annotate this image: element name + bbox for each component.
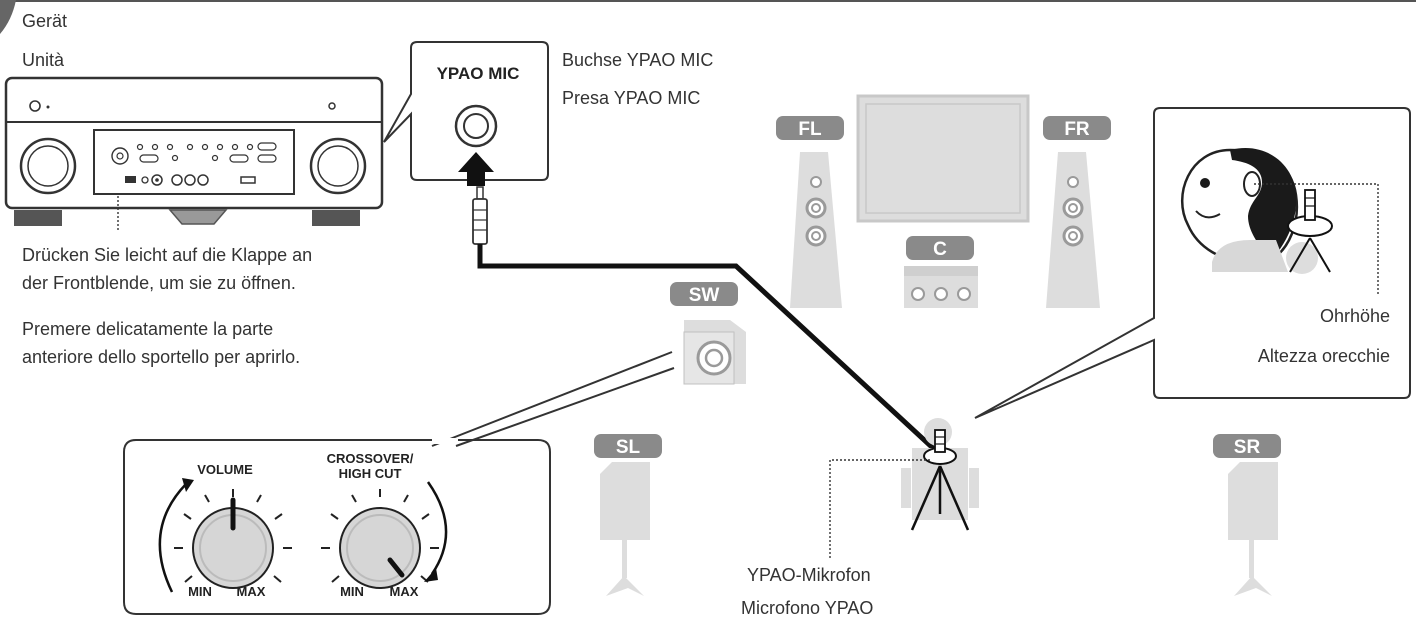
mic-jack-icon: [454, 104, 498, 148]
ear-height-callout: [974, 107, 1411, 419]
mic-jack-caption-de: Buchse YPAO MIC: [562, 50, 714, 70]
badge-fr: [1043, 116, 1111, 140]
crossover-dial: [321, 481, 448, 589]
mic-plug: [472, 186, 488, 245]
speaker-c: [904, 266, 978, 308]
badge-sr-text: SR: [1234, 437, 1261, 458]
badge-fl: [776, 116, 844, 140]
badge-c-text: C: [933, 239, 947, 260]
badge-sw-text: SW: [689, 285, 720, 306]
unit-title-it: Unità: [22, 50, 65, 70]
ear-height-label-de: Ohrhöhe: [1319, 306, 1390, 326]
door-note-de-line2: der Frontblende, um sie zu öffnen.: [22, 273, 296, 293]
mic-jack-caption-it: Presa YPAO MIC: [562, 88, 701, 108]
av-receiver: [4, 76, 384, 232]
mic-cable: [477, 244, 937, 452]
crossover-label-line1: CROSSOVER/: [327, 451, 414, 466]
tv: [856, 94, 1030, 223]
speaker-fr: [1046, 152, 1100, 308]
ear-height-label-it: Altezza orecchie: [1257, 346, 1390, 366]
usb-port-icon: [125, 176, 136, 183]
speaker-sr: [1228, 462, 1278, 596]
speaker-fl: [790, 152, 842, 308]
speaker-sl: [600, 462, 650, 596]
volume-max-label: MAX: [237, 584, 266, 599]
badge-c: [906, 236, 974, 260]
door-note-it-line1: Premere delicatamente la parte: [22, 319, 274, 339]
door-note-it-line2: anteriore dello sportello per aprirlo.: [22, 347, 301, 367]
microphone-label-de: YPAO-Mikrofon: [747, 565, 871, 585]
badge-sw: [670, 282, 738, 306]
volume-min-label: MIN: [188, 584, 212, 599]
input-knob: [19, 137, 77, 195]
crossover-label-line2: HIGH CUT: [339, 466, 402, 481]
badge-sl-text: SL: [616, 437, 641, 458]
listening-position: [829, 418, 979, 560]
badge-fr-text: FR: [1064, 119, 1090, 140]
badge-sr: [1213, 434, 1281, 458]
door-note-de-line1: Drücken Sie leicht auf die Klappe an: [22, 245, 313, 265]
power-icon: [29, 100, 41, 112]
mic-jack-callout: [383, 41, 549, 186]
mic-jack-panel-label: YPAO MIC: [437, 64, 520, 83]
crossover-max-label: MAX: [390, 584, 419, 599]
badge-fl-text: FL: [798, 119, 822, 140]
insert-arrow-icon: [458, 152, 494, 186]
unit-title-de: Gerät: [22, 11, 68, 31]
corner-tab: [0, 0, 16, 34]
volume-knob: [309, 137, 367, 195]
volume-label: VOLUME: [197, 462, 253, 477]
hdmi-port-icon: [240, 176, 256, 184]
speaker-sw: [683, 320, 746, 385]
badge-sl: [594, 434, 662, 458]
crossover-min-label: MIN: [340, 584, 364, 599]
subwoofer-knob-callout: VOLUME CROSSOVER/ HIGH CUT MIN MAX MIN M…: [123, 351, 675, 615]
microphone-label-it: Microfono YPAO: [741, 598, 874, 618]
volume-dial: [158, 478, 292, 593]
